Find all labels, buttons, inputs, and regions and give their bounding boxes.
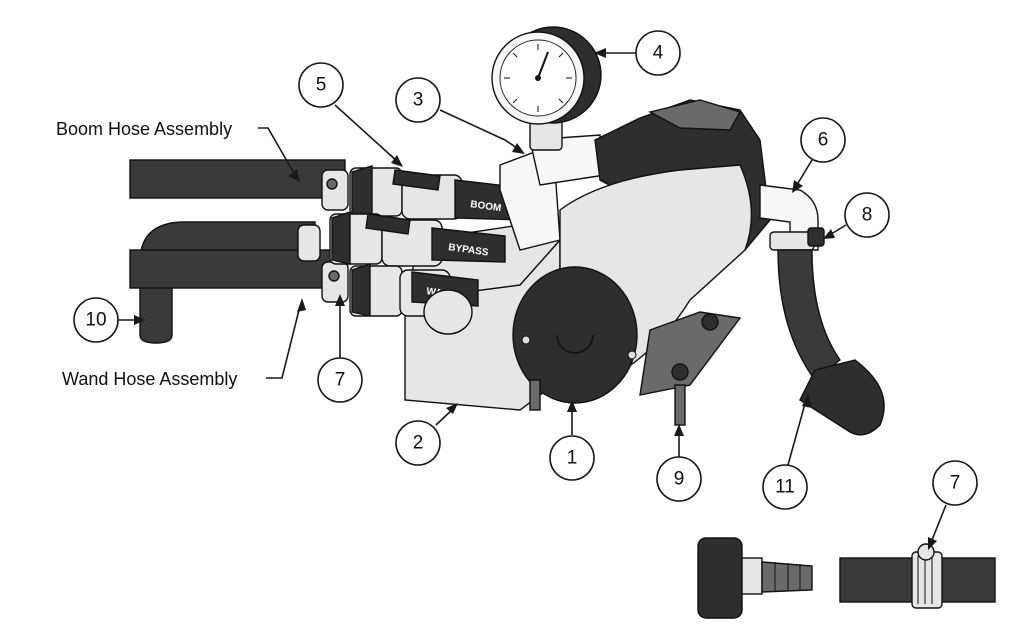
wand-valve: WAND xyxy=(349,263,479,335)
gauge-needle xyxy=(537,51,549,79)
callout-6: 6 xyxy=(792,117,846,193)
callout-11: 11 xyxy=(762,394,812,510)
pump-motor xyxy=(512,164,753,404)
outlet-clamp xyxy=(769,227,825,251)
hose-clamp-bypass xyxy=(297,224,321,262)
hose-clamp-wand xyxy=(321,261,349,303)
svg-text:8: 8 xyxy=(862,205,873,226)
inset-hose-fitting xyxy=(697,537,813,619)
wand-hose-label: Wand Hose Assembly xyxy=(62,298,306,389)
callout-2: 2 xyxy=(395,403,458,466)
svg-text:11: 11 xyxy=(775,477,795,498)
boom-hose xyxy=(129,159,346,199)
boom-valve-label: BOOM xyxy=(470,199,502,214)
callout-10: 10 xyxy=(73,297,146,343)
callout-8: 8 xyxy=(823,192,890,239)
callout-3: 3 xyxy=(395,77,525,154)
svg-text:6: 6 xyxy=(818,130,829,151)
callout-7: 7 xyxy=(317,294,363,403)
outlet-hose xyxy=(777,249,885,436)
boom-valve: BOOM xyxy=(349,165,526,221)
svg-text:9: 9 xyxy=(674,469,685,490)
bypass-valve: BYPASS xyxy=(329,211,506,267)
svg-text:7: 7 xyxy=(950,473,961,494)
svg-text:2: 2 xyxy=(413,433,424,454)
svg-text:7: 7 xyxy=(335,370,346,391)
wand-hose-label-text: Wand Hose Assembly xyxy=(62,369,237,389)
svg-text:1: 1 xyxy=(567,448,578,469)
callout-1: 1 xyxy=(549,400,595,481)
callout-4: 4 xyxy=(594,30,681,76)
callout-9: 9 xyxy=(656,424,702,502)
boom-hose-label: Boom Hose Assembly xyxy=(56,119,300,182)
svg-text:4: 4 xyxy=(653,43,664,64)
mounting-bracket xyxy=(529,311,742,426)
boom-hose-label-text: Boom Hose Assembly xyxy=(56,119,232,139)
svg-text:3: 3 xyxy=(413,90,424,111)
svg-text:10: 10 xyxy=(85,310,106,331)
pressure-gauge xyxy=(491,26,602,151)
hose-clamp-boom xyxy=(321,169,349,211)
gauge-dial-ticks xyxy=(504,44,572,112)
callout-7-inset: 7 xyxy=(928,460,978,550)
inset-hose-with-clamp xyxy=(839,543,996,609)
callout-5: 5 xyxy=(298,62,403,167)
svg-text:5: 5 xyxy=(316,75,327,96)
